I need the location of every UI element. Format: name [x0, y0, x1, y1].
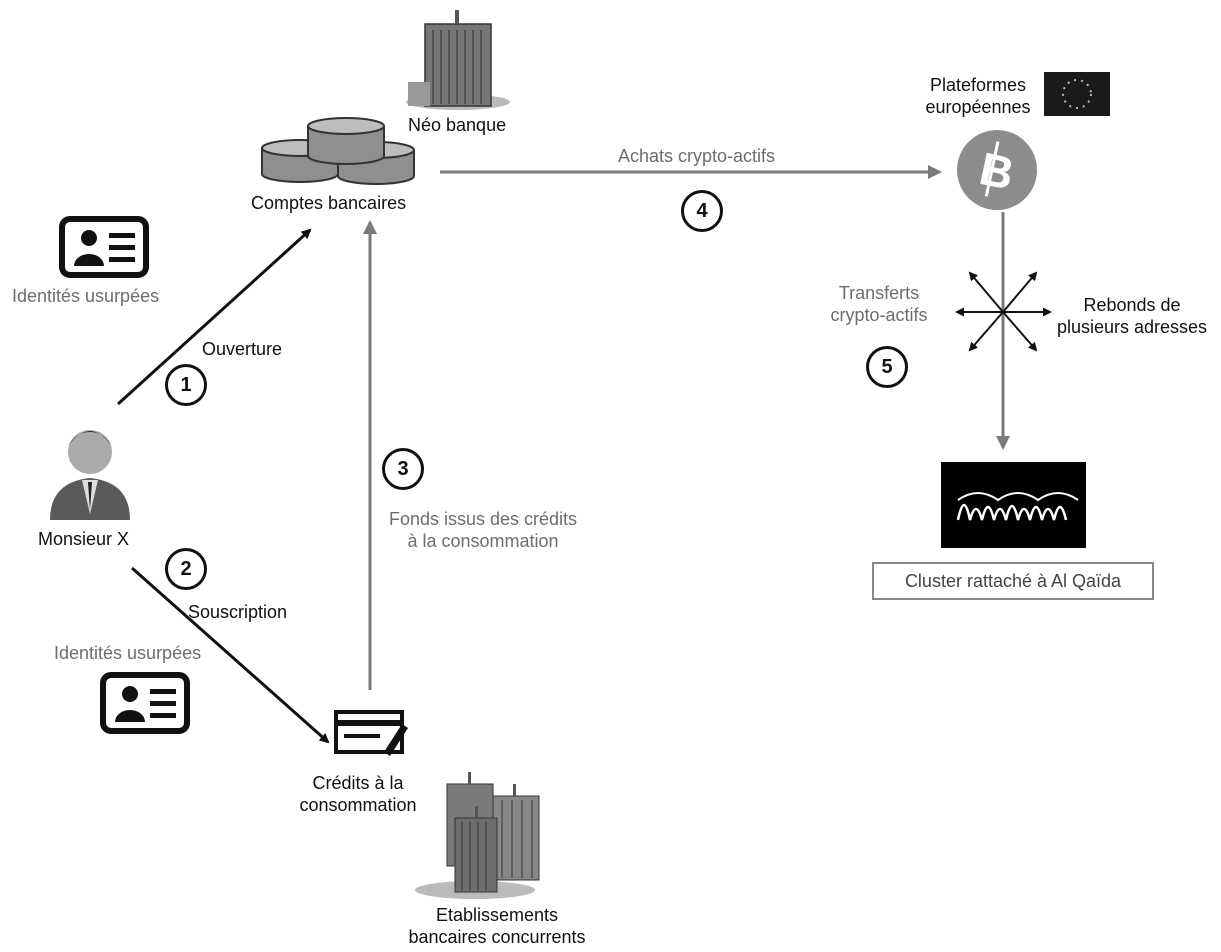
id-card-icon [100, 672, 190, 734]
id-card-icon [59, 216, 149, 278]
comptes-bancaires-label: Comptes bancaires [251, 193, 407, 213]
rebonds-line2: plusieurs adresses [1056, 317, 1208, 337]
building-icon [406, 10, 510, 110]
credits-line2: consommation [299, 795, 417, 815]
plateformes-label: Plateformes européennes [916, 74, 1040, 118]
buildings-icon [415, 772, 540, 899]
arrow-ouverture [116, 228, 312, 406]
cluster-box: Cluster rattaché à Al Qaïda [872, 562, 1154, 600]
etablissements-line1: Etablissements [435, 905, 559, 925]
person-icon [50, 430, 130, 520]
step-5-badge: 5 [866, 346, 908, 388]
identites-top-label: Identités usurpées [12, 286, 160, 306]
rebonds-starburst [955, 271, 1052, 352]
database-icon [261, 117, 415, 185]
credits-line1: Crédits à la [312, 773, 404, 793]
transferts-label: Transferts crypto-actifs [814, 282, 944, 326]
monsieur-x-label: Monsieur X [38, 529, 130, 549]
ouverture-label: Ouverture [202, 339, 283, 359]
fonds-label: Fonds issus des crédits à la consommatio… [382, 508, 584, 552]
cheque-icon [334, 710, 408, 756]
rebonds-label: Rebonds de plusieurs adresses [1048, 294, 1216, 338]
arrow-souscription [131, 566, 330, 744]
step-3-badge: 3 [382, 448, 424, 490]
etablissements-line2: bancaires concurrents [408, 927, 586, 947]
neo-banque-label: Néo banque [408, 115, 507, 135]
souscription-label: Souscription [188, 602, 288, 622]
transferts-line2: crypto-actifs [830, 305, 928, 325]
achats-label: Achats crypto-actifs [618, 146, 776, 166]
fonds-line2: à la consommation [407, 531, 559, 551]
black-flag-icon [941, 462, 1086, 548]
etablissements-label: Etablissements bancaires concurrents [388, 904, 606, 948]
rebonds-line1: Rebonds de [1083, 295, 1181, 315]
fonds-line1: Fonds issus des crédits [388, 509, 578, 529]
identites-bottom-label: Identités usurpées [54, 643, 202, 663]
plateformes-line2: européennes [925, 97, 1031, 117]
step-1-badge: 1 [165, 364, 207, 406]
step-4-badge: 4 [681, 190, 723, 232]
transferts-line1: Transferts [838, 283, 920, 303]
eu-flag-icon [1044, 72, 1110, 116]
plateformes-line1: Plateformes [929, 75, 1027, 95]
bitcoin-icon: B [957, 130, 1037, 210]
credits-label: Crédits à la consommation [288, 772, 428, 816]
step-2-badge: 2 [165, 548, 207, 590]
